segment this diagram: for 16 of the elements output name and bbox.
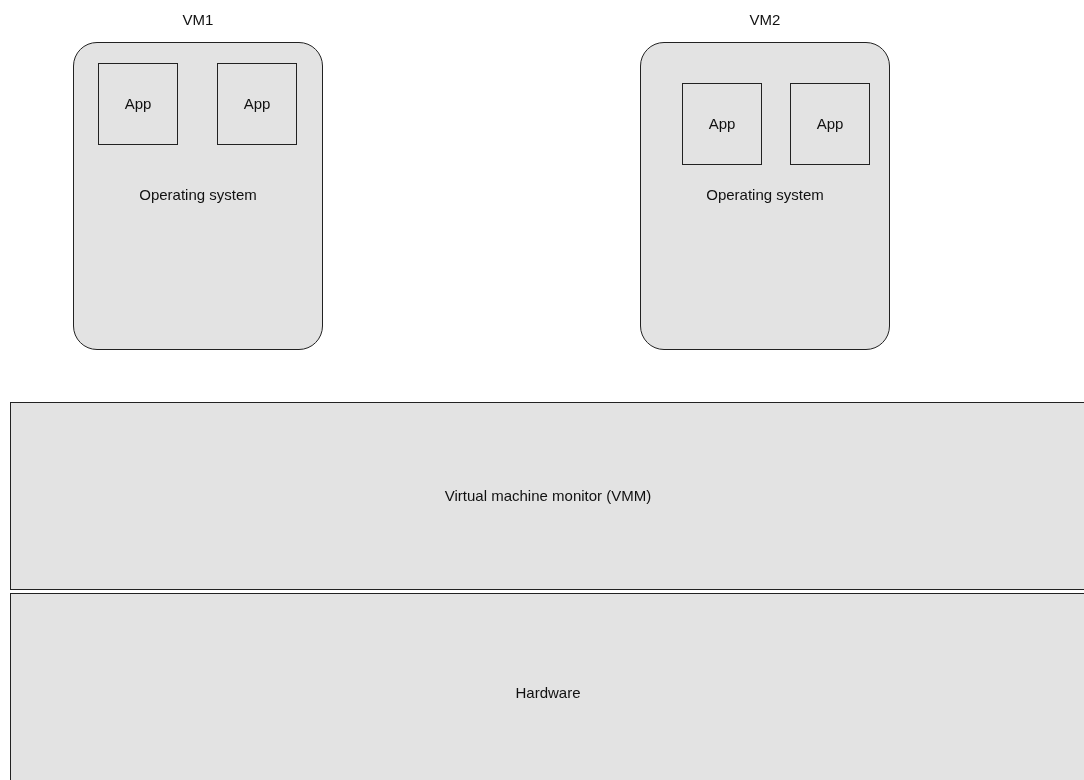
os-label: Operating system — [139, 186, 257, 203]
app-box — [98, 63, 178, 145]
vm-heading: VM2 — [749, 11, 781, 28]
app-box — [790, 83, 870, 165]
layer-label: Virtual machine monitor (VMM) — [444, 487, 652, 504]
os-label: Operating system — [706, 186, 824, 203]
layer-band — [10, 593, 1084, 780]
vm-heading: VM1 — [182, 11, 214, 28]
layer-band — [10, 402, 1084, 590]
app-box — [217, 63, 297, 145]
layer-label: Hardware — [515, 684, 581, 701]
app-label: App — [243, 95, 271, 112]
app-box — [682, 83, 762, 165]
app-label: App — [124, 95, 152, 112]
app-label: App — [816, 115, 844, 132]
app-label: App — [708, 115, 736, 132]
